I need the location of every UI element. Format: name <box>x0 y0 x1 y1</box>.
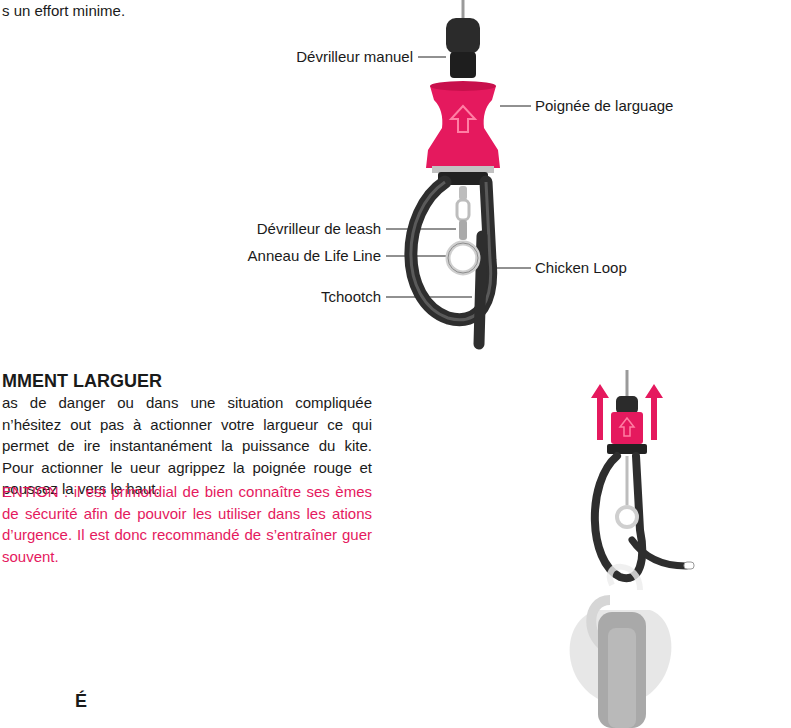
release-handle <box>611 412 643 444</box>
release-handle-lip <box>430 81 496 91</box>
life-line-ring-edge <box>448 243 478 273</box>
part-label: Dévrilleur de leash <box>257 219 381 239</box>
tchootch-cap <box>684 562 694 569</box>
chicken-loop <box>595 456 642 578</box>
manual-swivel <box>616 396 638 414</box>
leash-swivel <box>626 456 629 505</box>
push-arrow <box>645 384 663 440</box>
release-action <box>570 370 694 728</box>
body-text: s un effort minime. <box>2 1 125 21</box>
section-heading: É <box>75 690 87 712</box>
leader-lines <box>418 57 446 58</box>
tchootch <box>632 540 686 566</box>
leash-swivel-body <box>459 220 467 240</box>
depower-line <box>626 370 629 400</box>
control-system-main <box>411 0 500 344</box>
manual-swivel-base <box>450 52 476 78</box>
part-label: Dévrilleur manuel <box>296 47 413 67</box>
release-plate <box>432 166 494 173</box>
release-base <box>607 444 647 454</box>
life-line-ring <box>617 507 637 527</box>
part-label: Chicken Loop <box>535 258 627 278</box>
release-handle <box>426 82 500 168</box>
section-heading: MMENT LARGUER <box>2 370 162 392</box>
leash-swivel-link <box>457 200 469 220</box>
spreader-bar-face <box>608 628 636 728</box>
part-label: Tchootch <box>321 287 381 307</box>
leash-ghost <box>610 567 640 590</box>
leader-lines <box>497 268 531 269</box>
release-arrow <box>620 418 634 436</box>
release-arrow <box>451 106 475 132</box>
push-arrow <box>591 384 609 440</box>
part-label: Anneau de Life Line <box>248 246 381 266</box>
leader-lines <box>386 229 456 230</box>
leash-swivel <box>459 186 467 200</box>
life-line-ring <box>448 243 478 273</box>
manual-swivel <box>446 18 480 54</box>
leader-lines <box>500 106 531 107</box>
spreader-bar <box>598 612 646 728</box>
part-label: Poignée de larguage <box>535 96 673 116</box>
warning-text: ENTION : il est primordial de bien conna… <box>2 481 372 567</box>
